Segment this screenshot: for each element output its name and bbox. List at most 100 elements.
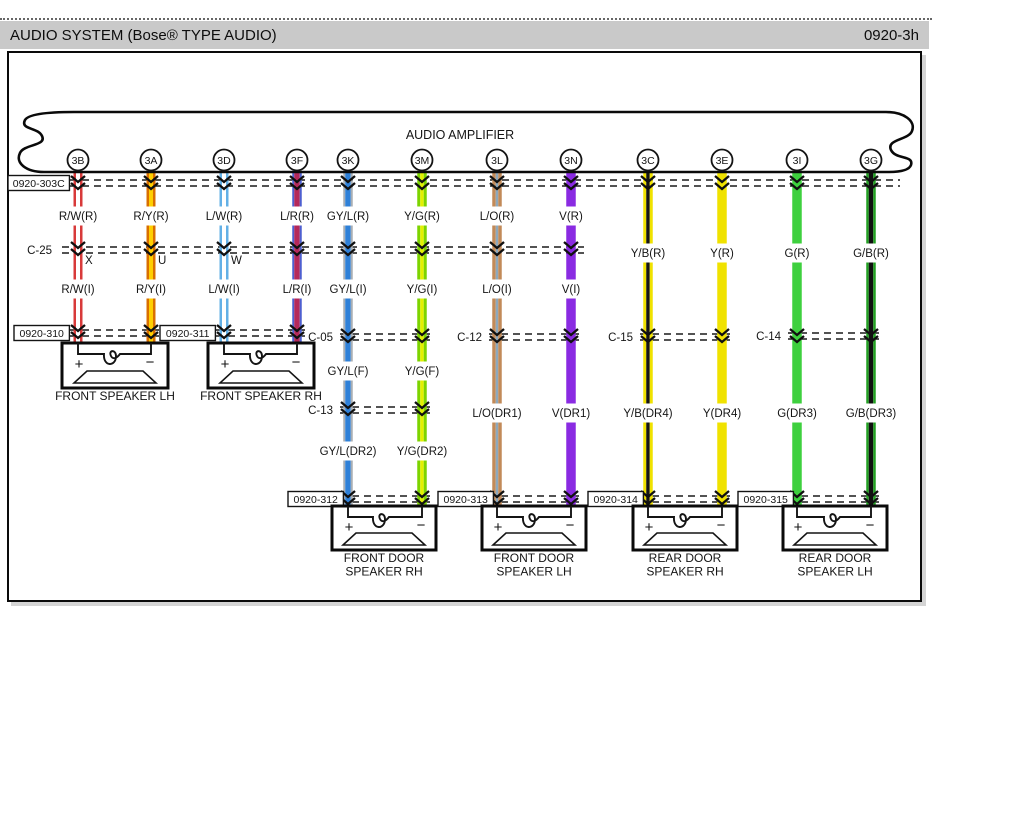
connector-label-0920-303C: 0920-303C — [13, 178, 65, 190]
wire-3A — [153, 165, 156, 344]
connector-label-0920-311: 0920-311 — [166, 328, 210, 340]
chevron-icon — [714, 328, 730, 337]
chevron-icon — [340, 408, 356, 417]
minus-terminal: − — [717, 517, 726, 534]
amplifier-pin-label: 3L — [491, 155, 503, 167]
chevron-icon — [489, 241, 505, 250]
connector-label-box — [13, 324, 71, 342]
wire-3F — [299, 165, 302, 344]
chevron-icon — [789, 335, 805, 344]
speaker-name: SPEAKER RH — [646, 565, 723, 579]
wire-label-gap — [698, 403, 746, 423]
wire-label-Y/G(I): Y/G(I) — [407, 284, 438, 296]
chevron-icon — [143, 241, 159, 250]
chevron-icon — [563, 490, 579, 499]
speaker-cone — [490, 532, 578, 546]
speaker-box — [480, 504, 588, 552]
wire-label-GY/L(R): GY/L(R) — [327, 211, 369, 223]
speaker-name: FRONT DOOR — [494, 551, 575, 565]
connector-label-0920-314: 0920-314 — [594, 494, 639, 506]
speaker-coil — [77, 343, 152, 365]
amplifier-pin-label: 3G — [864, 155, 878, 167]
chevron-icon — [340, 182, 356, 191]
speaker-name: FRONT SPEAKER LH — [55, 389, 175, 403]
amplifier-pin-3M — [410, 148, 434, 172]
chevron-icon — [414, 497, 430, 506]
connector-pin-letter: U — [158, 255, 166, 267]
wire-label-gap — [392, 441, 452, 461]
wire-label-V(R): V(R) — [559, 211, 583, 223]
speaker-name: FRONT SPEAKER RH — [200, 389, 322, 403]
connector-label-C-25: C-25 — [27, 245, 52, 257]
connector-label-0920-312: 0920-312 — [294, 494, 339, 506]
chevron-icon — [714, 490, 730, 499]
wire-label-gap — [780, 243, 814, 263]
connector-label-box — [737, 490, 795, 508]
wire-label-gap — [624, 243, 672, 263]
amplifier-label: AUDIO AMPLIFIER — [406, 128, 514, 142]
amplifier-pin-label: 3M — [415, 155, 430, 167]
wire-label-Y/B(DR4): Y/B(DR4) — [623, 408, 672, 420]
chevron-icon — [640, 182, 656, 191]
chevron-icon — [563, 175, 579, 184]
wire-label-gap — [315, 441, 381, 461]
plus-terminal: + — [794, 519, 803, 536]
wire-label-gap — [273, 279, 321, 299]
amplifier-pin-3F — [285, 148, 309, 172]
wire-3B — [73, 165, 76, 344]
amplifier-pin-3C — [636, 148, 660, 172]
header-bar: AUDIO SYSTEM (Bose® TYPE AUDIO) 0920-3h — [0, 21, 929, 49]
wire-3B — [80, 165, 83, 344]
amplifier-pin-3E — [710, 148, 734, 172]
chevron-icon — [563, 497, 579, 506]
wire-label-L/O(DR1): L/O(DR1) — [472, 408, 521, 420]
speaker-coil — [647, 506, 723, 528]
wire-3G — [873, 165, 876, 506]
chevron-icon — [70, 324, 86, 333]
wire-label-gap — [127, 279, 175, 299]
wire-3A — [146, 165, 149, 344]
wire-label-gap — [54, 206, 102, 226]
chevron-icon — [340, 335, 356, 344]
chevron-icon — [414, 248, 430, 257]
chevron-icon — [414, 182, 430, 191]
speaker-coil — [223, 343, 298, 365]
wire-3L — [498, 165, 502, 506]
chevron-icon — [216, 248, 232, 257]
chevron-icon — [714, 182, 730, 191]
wire-label-Y(DR4): Y(DR4) — [703, 408, 742, 420]
amplifier-pin-label: 3N — [564, 155, 577, 167]
amplifier-pin-3B — [66, 148, 90, 172]
wire-label-L/R(R): L/R(R) — [280, 211, 314, 223]
speaker-cone — [71, 370, 159, 384]
wire-label-Y/G(F): Y/G(F) — [405, 366, 440, 378]
wire-label-gap — [398, 279, 446, 299]
connector-label-box — [287, 490, 345, 508]
wire-label-GY/L(I): GY/L(I) — [329, 284, 366, 296]
amplifier-outline — [17, 110, 915, 174]
wire-label-L/O(I): L/O(I) — [482, 284, 512, 296]
chevron-icon — [143, 175, 159, 184]
wire-3C — [643, 165, 647, 506]
wire-3D — [219, 165, 222, 344]
chevron-icon — [216, 241, 232, 250]
wire-label-Y/G(DR2): Y/G(DR2) — [397, 446, 448, 458]
chevron-icon — [340, 248, 356, 257]
chevron-icon — [414, 401, 430, 410]
wire-label-Y/G(R): Y/G(R) — [404, 211, 440, 223]
chevron-icon — [640, 335, 656, 344]
chevron-icon — [414, 408, 430, 417]
connector-label-0920-310: 0920-310 — [20, 328, 65, 340]
wire-3K — [343, 165, 346, 506]
connector-label-box — [587, 490, 645, 508]
chevron-icon — [289, 324, 305, 333]
speaker-cone — [217, 370, 305, 384]
chevron-icon — [714, 335, 730, 344]
wire-label-R/Y(I): R/Y(I) — [136, 284, 166, 296]
plus-terminal: + — [494, 519, 503, 536]
chevron-icon — [489, 182, 505, 191]
chevron-icon — [70, 175, 86, 184]
wire-label-L/O(R): L/O(R) — [480, 211, 515, 223]
